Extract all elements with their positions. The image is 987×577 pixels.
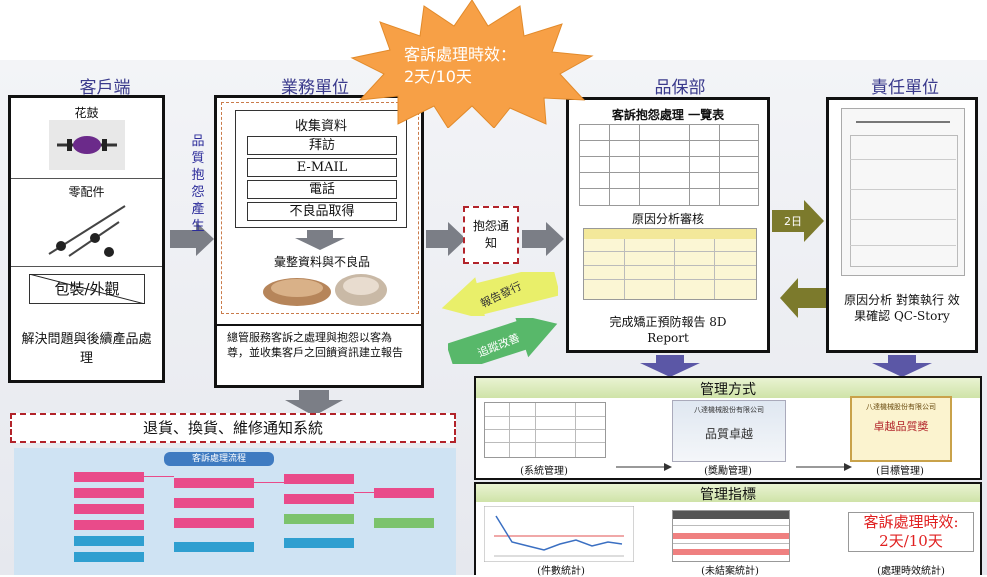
mgmt-arrow-2 <box>796 463 852 471</box>
certificate-gold: 八達機械股份有限公司 卓越品質獎 <box>850 396 952 462</box>
compile-caption: 彙整資料與不良品 <box>273 255 370 269</box>
indicators-panel: 管理指標 (件數統計) (未結案統計) 客訴處理時效: 2天/10天 (處理時效… <box>474 482 982 577</box>
arrow-down-responsible <box>872 355 932 377</box>
defect-samples-image <box>263 274 387 306</box>
qa-footer: 完成矯正預防報告 8D Report <box>609 315 727 345</box>
open-case-table <box>672 510 790 562</box>
starburst-shape <box>350 0 594 128</box>
qa-doc-title: 客訴抱怨處理 一覽表 <box>611 108 725 122</box>
timeliness-target: 客訴處理時效: 2天/10天 <box>848 512 974 552</box>
ind-item-open: (未結案統計) <box>701 566 759 577</box>
source-defect: 不良品取得 <box>247 202 397 221</box>
starburst-line2: 2天/10天 <box>404 67 472 86</box>
arrow-down-qa <box>640 355 700 377</box>
indicators-title: 管理指標 <box>700 487 756 503</box>
source-phone: 電話 <box>247 180 397 199</box>
cert2-company: 八達機械股份有限公司 <box>866 403 936 411</box>
sales-footer: 總管服務客訴之處理與抱怨以客為尊，並收集客戶之回饋資訊建立報告 <box>227 331 403 359</box>
certificate-blue: 八達機械股份有限公司 品質卓越 <box>672 400 786 462</box>
corrective-form <box>841 108 965 276</box>
qa-analysis-sheet <box>583 228 757 300</box>
management-panel: 管理方式 (系統管理) 八達機械股份有限公司 品質卓越 (獎勵管理) 八達機械股… <box>474 376 982 480</box>
mgmt-item-target: (目標管理) <box>876 466 924 477</box>
mgmt-item-reward: (獎勵管理) <box>704 466 752 477</box>
ind-item-timeliness: (處理時效統計) <box>877 566 945 577</box>
responsible-title: 責任單位 <box>871 78 939 98</box>
starburst-line1: 客訴處理時效： <box>404 45 517 64</box>
complaint-origin-label: 品質抱怨產生 <box>191 134 205 234</box>
hub-image <box>49 120 125 170</box>
qa-title: 品保部 <box>654 78 706 98</box>
management-title: 管理方式 <box>700 382 756 398</box>
timeliness-line2: 2天/10天 <box>879 532 943 550</box>
starburst-text: 客訴處理時效： 2天/10天 <box>404 44 564 88</box>
two-day-badge: 2日 <box>784 215 802 228</box>
arrow-to-responsible <box>772 200 824 242</box>
collect-data-header: 收集資料 <box>294 119 347 134</box>
cert1-title: 品質卓越 <box>704 427 753 441</box>
ind-item-count: (件數統計) <box>537 566 585 577</box>
sales-title: 業務單位 <box>281 78 349 98</box>
returns-system-banner: 退貨、換貨、維修通知系統 <box>10 413 456 443</box>
customer-box: 花鼓 零配件 包裝/外觀 解決問題與後續產品處理 <box>8 95 165 383</box>
system-table <box>484 402 606 458</box>
report-issue-arrow <box>441 272 558 316</box>
source-email: E-MAIL <box>247 158 397 177</box>
count-chart-thumbnail <box>484 506 634 562</box>
qa-box: 客訴抱怨處理 一覽表 原因分析審核 完成矯正預防報告 8D Report <box>566 97 770 353</box>
notice-box: 抱怨通知 <box>463 206 519 264</box>
follow-up-arrow <box>448 318 558 364</box>
qa-list-table <box>579 124 759 206</box>
arrow-down-sales <box>285 390 343 416</box>
qa-mid-label: 原因分析審核 <box>631 212 704 226</box>
responsible-box: 原因分析 對策執行 效果確認 QC-Story <box>826 97 978 353</box>
arrow-from-responsible <box>780 278 826 318</box>
cert1-company: 八達機械股份有限公司 <box>694 406 764 414</box>
responsible-footer: 原因分析 對策執行 效果確認 QC-Story <box>844 293 960 323</box>
mgmt-arrow-1 <box>616 463 672 471</box>
complaint-flowchart: 客訴處理流程 <box>14 448 456 575</box>
mgmt-item-system: (系統管理) <box>520 466 568 477</box>
timeliness-line1: 客訴處理時效: <box>863 513 959 531</box>
hub-label: 花鼓 <box>74 106 99 120</box>
arrow-right-1 <box>170 222 214 256</box>
down-arrow-sales <box>295 230 345 250</box>
flowchart-header: 客訴處理流程 <box>164 452 274 466</box>
parts-label: 零配件 <box>68 185 105 199</box>
cert2-title: 卓越品質獎 <box>873 420 929 433</box>
arrow-right-3 <box>522 222 564 256</box>
sales-box: 收集資料 拜訪 E-MAIL 電話 不良品取得 彙整資料與不良品 總管服務客訴之… <box>214 95 424 388</box>
parts-image <box>48 205 126 257</box>
arrow-right-2 <box>426 222 466 256</box>
returns-system-title: 退貨、換貨、維修通知系統 <box>142 419 323 437</box>
notice-label: 抱怨通知 <box>472 219 509 250</box>
source-visit: 拜訪 <box>247 136 397 155</box>
customer-footer: 解決問題與後續產品處理 <box>21 332 152 366</box>
customer-title: 客戶端 <box>79 78 131 98</box>
